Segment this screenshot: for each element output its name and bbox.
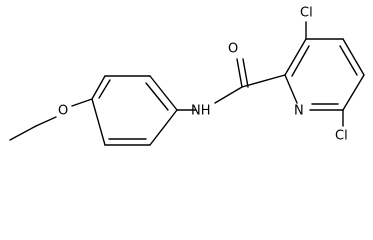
bond-phenyl-1-inner <box>98 79 111 99</box>
bond-pyr-c2-c3-inner <box>291 45 310 77</box>
bond-carbonyl-pyridine <box>241 74 286 88</box>
bond-ethyl-ch2-o <box>35 116 57 127</box>
molecule-diagram: O Cl Cl N NH O <box>9 6 365 146</box>
atom-label-pyridine-nitrogen: N <box>294 104 304 119</box>
bond-pyr-c4-c5 <box>342 38 365 76</box>
bond-phenyl-3-inner <box>145 82 169 111</box>
atom-label-chlorine-3: Cl <box>300 6 313 21</box>
bond-carbonyl-o-1 <box>236 58 243 88</box>
bond-pyr-n-c2 <box>284 74 298 104</box>
bond-phenyl-4 <box>149 109 178 146</box>
bond-carbonyl-o-2 <box>242 58 249 88</box>
atom-label-chlorine-6: Cl <box>335 129 348 144</box>
bond-phenyl-6 <box>91 98 106 146</box>
atom-label-ether-oxygen: O <box>58 104 68 119</box>
bond-phenyl-1 <box>91 75 106 100</box>
bond-phenyl-3 <box>149 75 178 111</box>
bond-pyr-c5-c6 <box>342 74 365 111</box>
bond-pyr-c2-c3 <box>284 38 307 76</box>
structure-canvas: O Cl Cl N NH O <box>9 6 365 146</box>
bond-nh-carbonyl <box>214 86 243 104</box>
bond-ethyl-ch3-ch2 <box>9 125 37 141</box>
bond-o-phenyl <box>71 98 93 107</box>
atom-label-amide-nh: NH <box>191 104 211 119</box>
atom-label-carbonyl-oxygen: O <box>228 42 238 57</box>
bond-pyr-c4-c5-inner <box>339 45 358 76</box>
